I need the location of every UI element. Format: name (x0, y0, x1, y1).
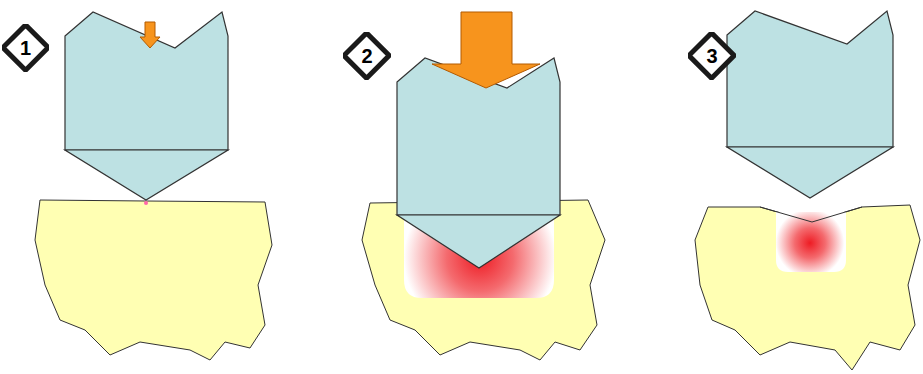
callout-diamond: 3 (688, 32, 735, 79)
specimen (695, 205, 920, 370)
indenter-tip (65, 150, 228, 200)
specimen (362, 200, 605, 360)
callout-number: 2 (361, 46, 372, 66)
indenter-body (727, 11, 893, 147)
diamond-shape (3, 25, 48, 70)
indenter-tip (397, 215, 560, 268)
callout-diamond: 2 (343, 32, 390, 79)
callout-diamond: 1 (2, 24, 49, 71)
specimen (35, 200, 272, 360)
indenter-body (65, 12, 228, 150)
callout-number: 3 (706, 46, 717, 66)
indenter-tip (727, 147, 893, 198)
contact-point (144, 201, 148, 205)
callout-number: 1 (20, 38, 31, 58)
diamond-shape (689, 33, 734, 78)
indent-mark (760, 207, 862, 222)
large-force-arrow (432, 12, 540, 88)
diamond-shape (344, 33, 389, 78)
residual-stress-zone (776, 212, 846, 272)
small-force-arrow (140, 22, 160, 48)
